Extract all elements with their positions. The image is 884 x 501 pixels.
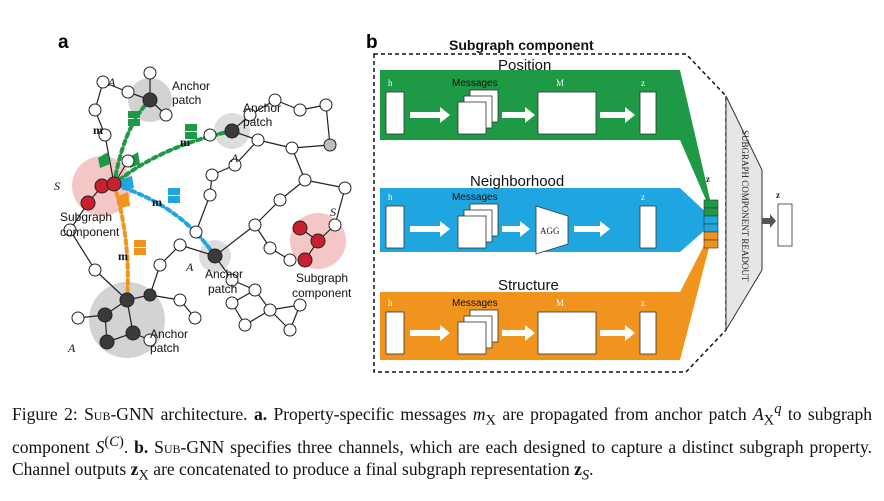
patch-word-4: patch [150,341,179,355]
readout-block [725,95,763,332]
halos [72,78,346,358]
structure-M-label: M [556,298,564,308]
caption-a-bold: a. [253,403,268,424]
subgraph-word-1: Subgraph [60,210,112,224]
patch-word-1: patch [172,93,201,107]
channel-position: Position h Messages M z [380,57,680,140]
label-m-p11: m [93,123,103,137]
figure-caption: Figure 2: Sub-GNN architecture. a. Prope… [12,401,873,484]
anchor-word-3: Anchor [205,267,243,281]
neighborhood-messages-label: Messages [452,192,498,203]
channel-position-name: Position [498,57,551,74]
component-word-2: component [292,286,352,300]
channel-neighborhood-band [380,188,680,252]
readout-arrow [762,214,776,228]
position-M-label: M [556,78,564,88]
final-vector [777,203,793,247]
anchor-word-4: Anchor [150,327,188,341]
graph-nodes [63,66,352,350]
subgraph-component-title: Subgraph component [449,37,594,53]
panel-b-label: b [366,32,378,53]
structure-h-label: h [388,298,393,308]
caption-gnn-arch: -GNN architecture. [110,403,248,424]
caption-sent-b2: are concatenated to produce a final subg… [153,459,570,480]
caption-fig: Figure 2: [12,403,78,424]
neighborhood-z-label: z [641,192,645,202]
message-paths [112,98,234,302]
structure-z-label: z [641,298,645,308]
panel-a-labels: A Anchor patch Anchor patch A m m S Subg… [54,75,352,355]
anchor-word-1: Anchor [172,79,210,93]
channel-structure-band [380,292,680,360]
neighborhood-h-label: h [388,192,393,202]
anchor-word-2: Anchor [243,101,281,115]
position-h-label: h [388,78,393,88]
subgraph-word-2: Subgraph [296,271,348,285]
caption-b-bold: b. [134,437,149,458]
label-ap1: A [107,75,116,89]
panel-a-label: a [58,32,69,53]
channel-neighborhood-name: Neighborhood [470,173,564,190]
caption-sub-1: Sub [84,403,111,424]
patch-word-3: patch [208,282,237,296]
position-z-label: z [641,78,645,88]
label-m-p12: m [180,135,190,149]
patch-word-2: patch [243,115,272,129]
neighborhood-agg-label: AGG [540,226,560,236]
figure-2: a [54,32,793,373]
zs-label: z [776,190,780,200]
channel-structure-name: Structure [498,277,559,294]
label-m-s11: m [118,249,128,263]
channel-structure: Structure h Messages M z [380,277,680,360]
z2-label: z [706,174,710,184]
position-messages-label: Messages [452,78,498,89]
structure-messages-label: Messages [452,298,498,309]
component-word-1: component [60,225,120,239]
caption-sent-a2: are propagated from anchor patch [502,403,747,424]
caption-sent-b: -GNN specifies three channels, which are… [12,437,873,480]
readout-text: SUBGRAPH COMPONENT READOUT [740,130,750,282]
caption-sub-2: Sub [154,437,181,458]
channel-fanin [680,70,712,360]
label-as1: A [67,341,76,355]
caption-sent-a3: to subgraph component [12,403,873,458]
label-an1: A [185,260,194,274]
channel-position-band [380,70,680,140]
concat-vector [703,199,719,249]
caption-sent-a: Property-specific messages [273,403,467,424]
label-s1-2: S [330,205,336,219]
label-m-n11: m [152,195,162,209]
label-ap2: A [230,151,239,165]
label-s1-1: S [54,179,60,193]
channel-neighborhood: Neighborhood h Messages AGG z [380,173,680,255]
